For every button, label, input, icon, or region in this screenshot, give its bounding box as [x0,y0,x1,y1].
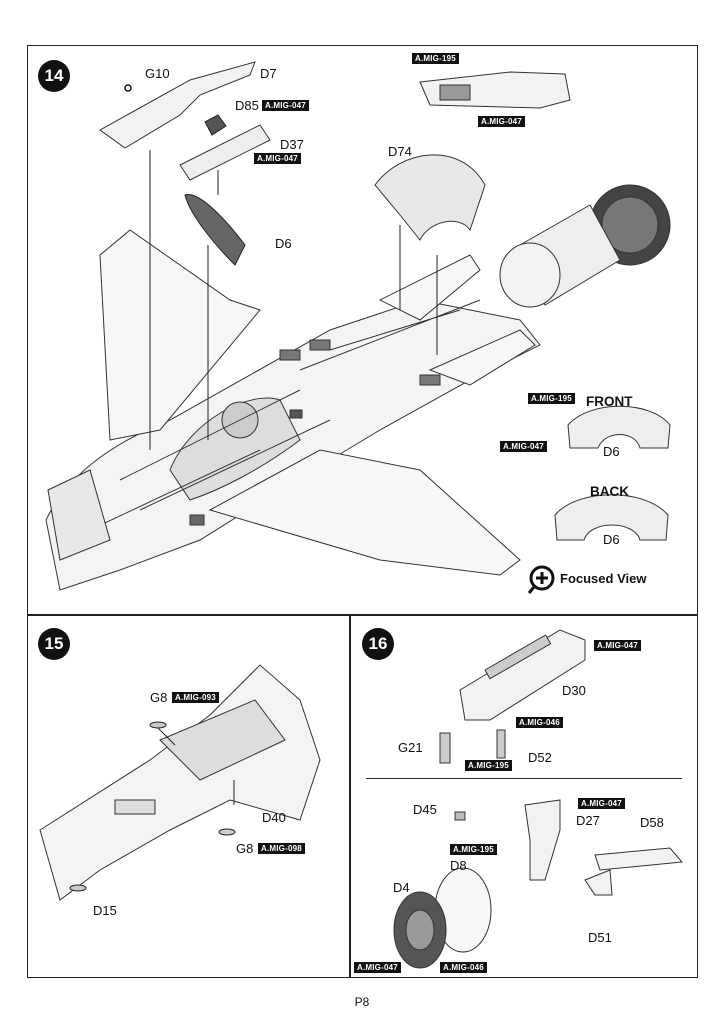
part-label-d7: D7 [260,66,277,81]
part-label-d27: D27 [576,813,600,828]
part-label-d51: D51 [588,930,612,945]
paint-code: A.MIG-047 [262,100,309,111]
paint-code: A.MIG-047 [578,798,625,809]
paint-code: A.MIG-195 [528,393,575,404]
part-label-d4: D4 [393,880,410,895]
part-label-d37: D37 [280,137,304,152]
wing-lower [208,449,521,576]
part-label-d30: D30 [562,683,586,698]
divider-step16 [366,778,682,779]
part-label-d52: D52 [528,750,552,765]
paint-code: A.MIG-047 [354,962,401,973]
part-label-g10: G10 [145,66,170,81]
paint-code: A.MIG-093 [172,692,219,703]
step-number-16: 16 [362,628,394,660]
step-number-15: 15 [38,628,70,660]
wing-upper [99,229,261,441]
cockpit-opening [169,397,301,501]
back-heading: BACK [590,484,629,499]
part-label-d6-back: D6 [603,532,620,547]
paint-code: A.MIG-195 [465,760,512,771]
divider-horizontal [27,614,698,616]
part-d85 [204,114,227,136]
focused-view-label: Focused View [560,570,647,586]
part-d6 [184,194,246,266]
part-label-d45: D45 [413,802,437,817]
part-label-d40: D40 [262,810,286,825]
paint-code: A.MIG-047 [478,116,525,127]
d6-front-view [567,405,671,449]
part-label-d6: D6 [275,236,292,251]
paint-code: A.MIG-047 [594,640,641,651]
part-label-g8-top: G8 [150,690,168,705]
part-d74 [374,154,486,241]
front-heading: FRONT [586,394,633,409]
part-label-d85: D85 [235,98,259,113]
paint-code: A.MIG-047 [254,153,301,164]
page-number: P8 [354,995,370,1009]
divider-vertical [349,614,351,978]
exhaust-nozzle [499,184,671,308]
part-d37 [179,124,271,181]
part-label-g8-bottom: G8 [236,841,254,856]
part-label-d8: D8 [450,858,467,873]
d6-back-view [554,494,669,541]
part-label-g21: G21 [398,740,423,755]
magnifier-plus-icon [527,565,555,594]
paint-code: A.MIG-195 [450,844,497,855]
step14-illustration [45,61,671,591]
paint-code: A.MIG-047 [500,441,547,452]
instruction-frame [27,45,698,978]
stabiliser [378,254,481,321]
part-d7 [99,61,256,149]
part-label-d74: D74 [388,144,412,159]
paint-code: A.MIG-046 [516,717,563,728]
part-label-d6-front: D6 [603,444,620,459]
part-label-d58: D58 [640,815,664,830]
part-label-d15: D15 [93,903,117,918]
paint-code: A.MIG-046 [440,962,487,973]
step-number-14: 14 [38,60,70,92]
paint-code: A.MIG-195 [412,53,459,64]
focused-view-legend: Focused View [527,565,647,594]
paint-code: A.MIG-098 [258,843,305,854]
